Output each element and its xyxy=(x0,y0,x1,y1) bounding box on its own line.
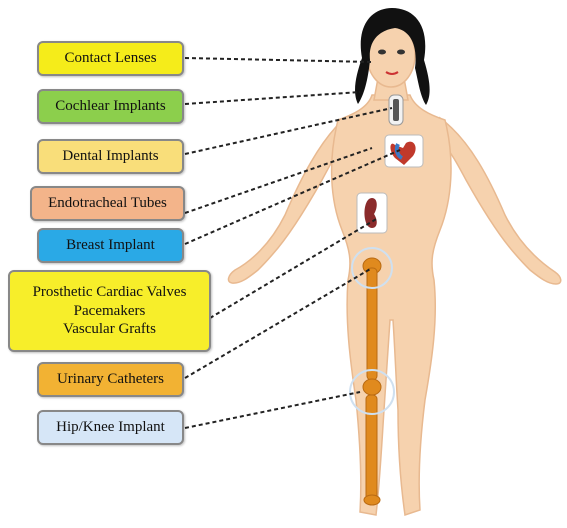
cardiac-line-3: Vascular Grafts xyxy=(63,320,156,339)
trachea-inset xyxy=(389,95,403,125)
label-hip-knee-implant: Hip/Knee Implant xyxy=(37,410,184,445)
label-cochlear-implants: Cochlear Implants xyxy=(37,89,184,124)
cardiac-line-1: Prosthetic Cardiac Valves xyxy=(33,283,187,302)
label-dental-implants: Dental Implants xyxy=(37,139,184,174)
label-breast-implant: Breast Implant xyxy=(37,228,184,263)
label-endotracheal-tubes: Endotracheal Tubes xyxy=(30,186,185,221)
contact-lenses-text: Contact Lenses xyxy=(64,49,156,68)
dental-implants-text: Dental Implants xyxy=(62,147,158,166)
label-urinary-catheters: Urinary Catheters xyxy=(37,362,184,397)
urinary-catheters-text: Urinary Catheters xyxy=(57,370,164,389)
cochlear-implants-text: Cochlear Implants xyxy=(55,97,165,116)
label-cardiac-devices: Prosthetic Cardiac Valves Pacemakers Vas… xyxy=(8,270,211,352)
breast-implant-text: Breast Implant xyxy=(66,236,155,255)
cardiac-line-2: Pacemakers xyxy=(74,302,146,321)
endotracheal-tubes-text: Endotracheal Tubes xyxy=(48,194,167,213)
label-contact-lenses: Contact Lenses xyxy=(37,41,184,76)
heart-inset xyxy=(385,135,423,167)
hip-knee-implant-text: Hip/Knee Implant xyxy=(56,418,165,437)
